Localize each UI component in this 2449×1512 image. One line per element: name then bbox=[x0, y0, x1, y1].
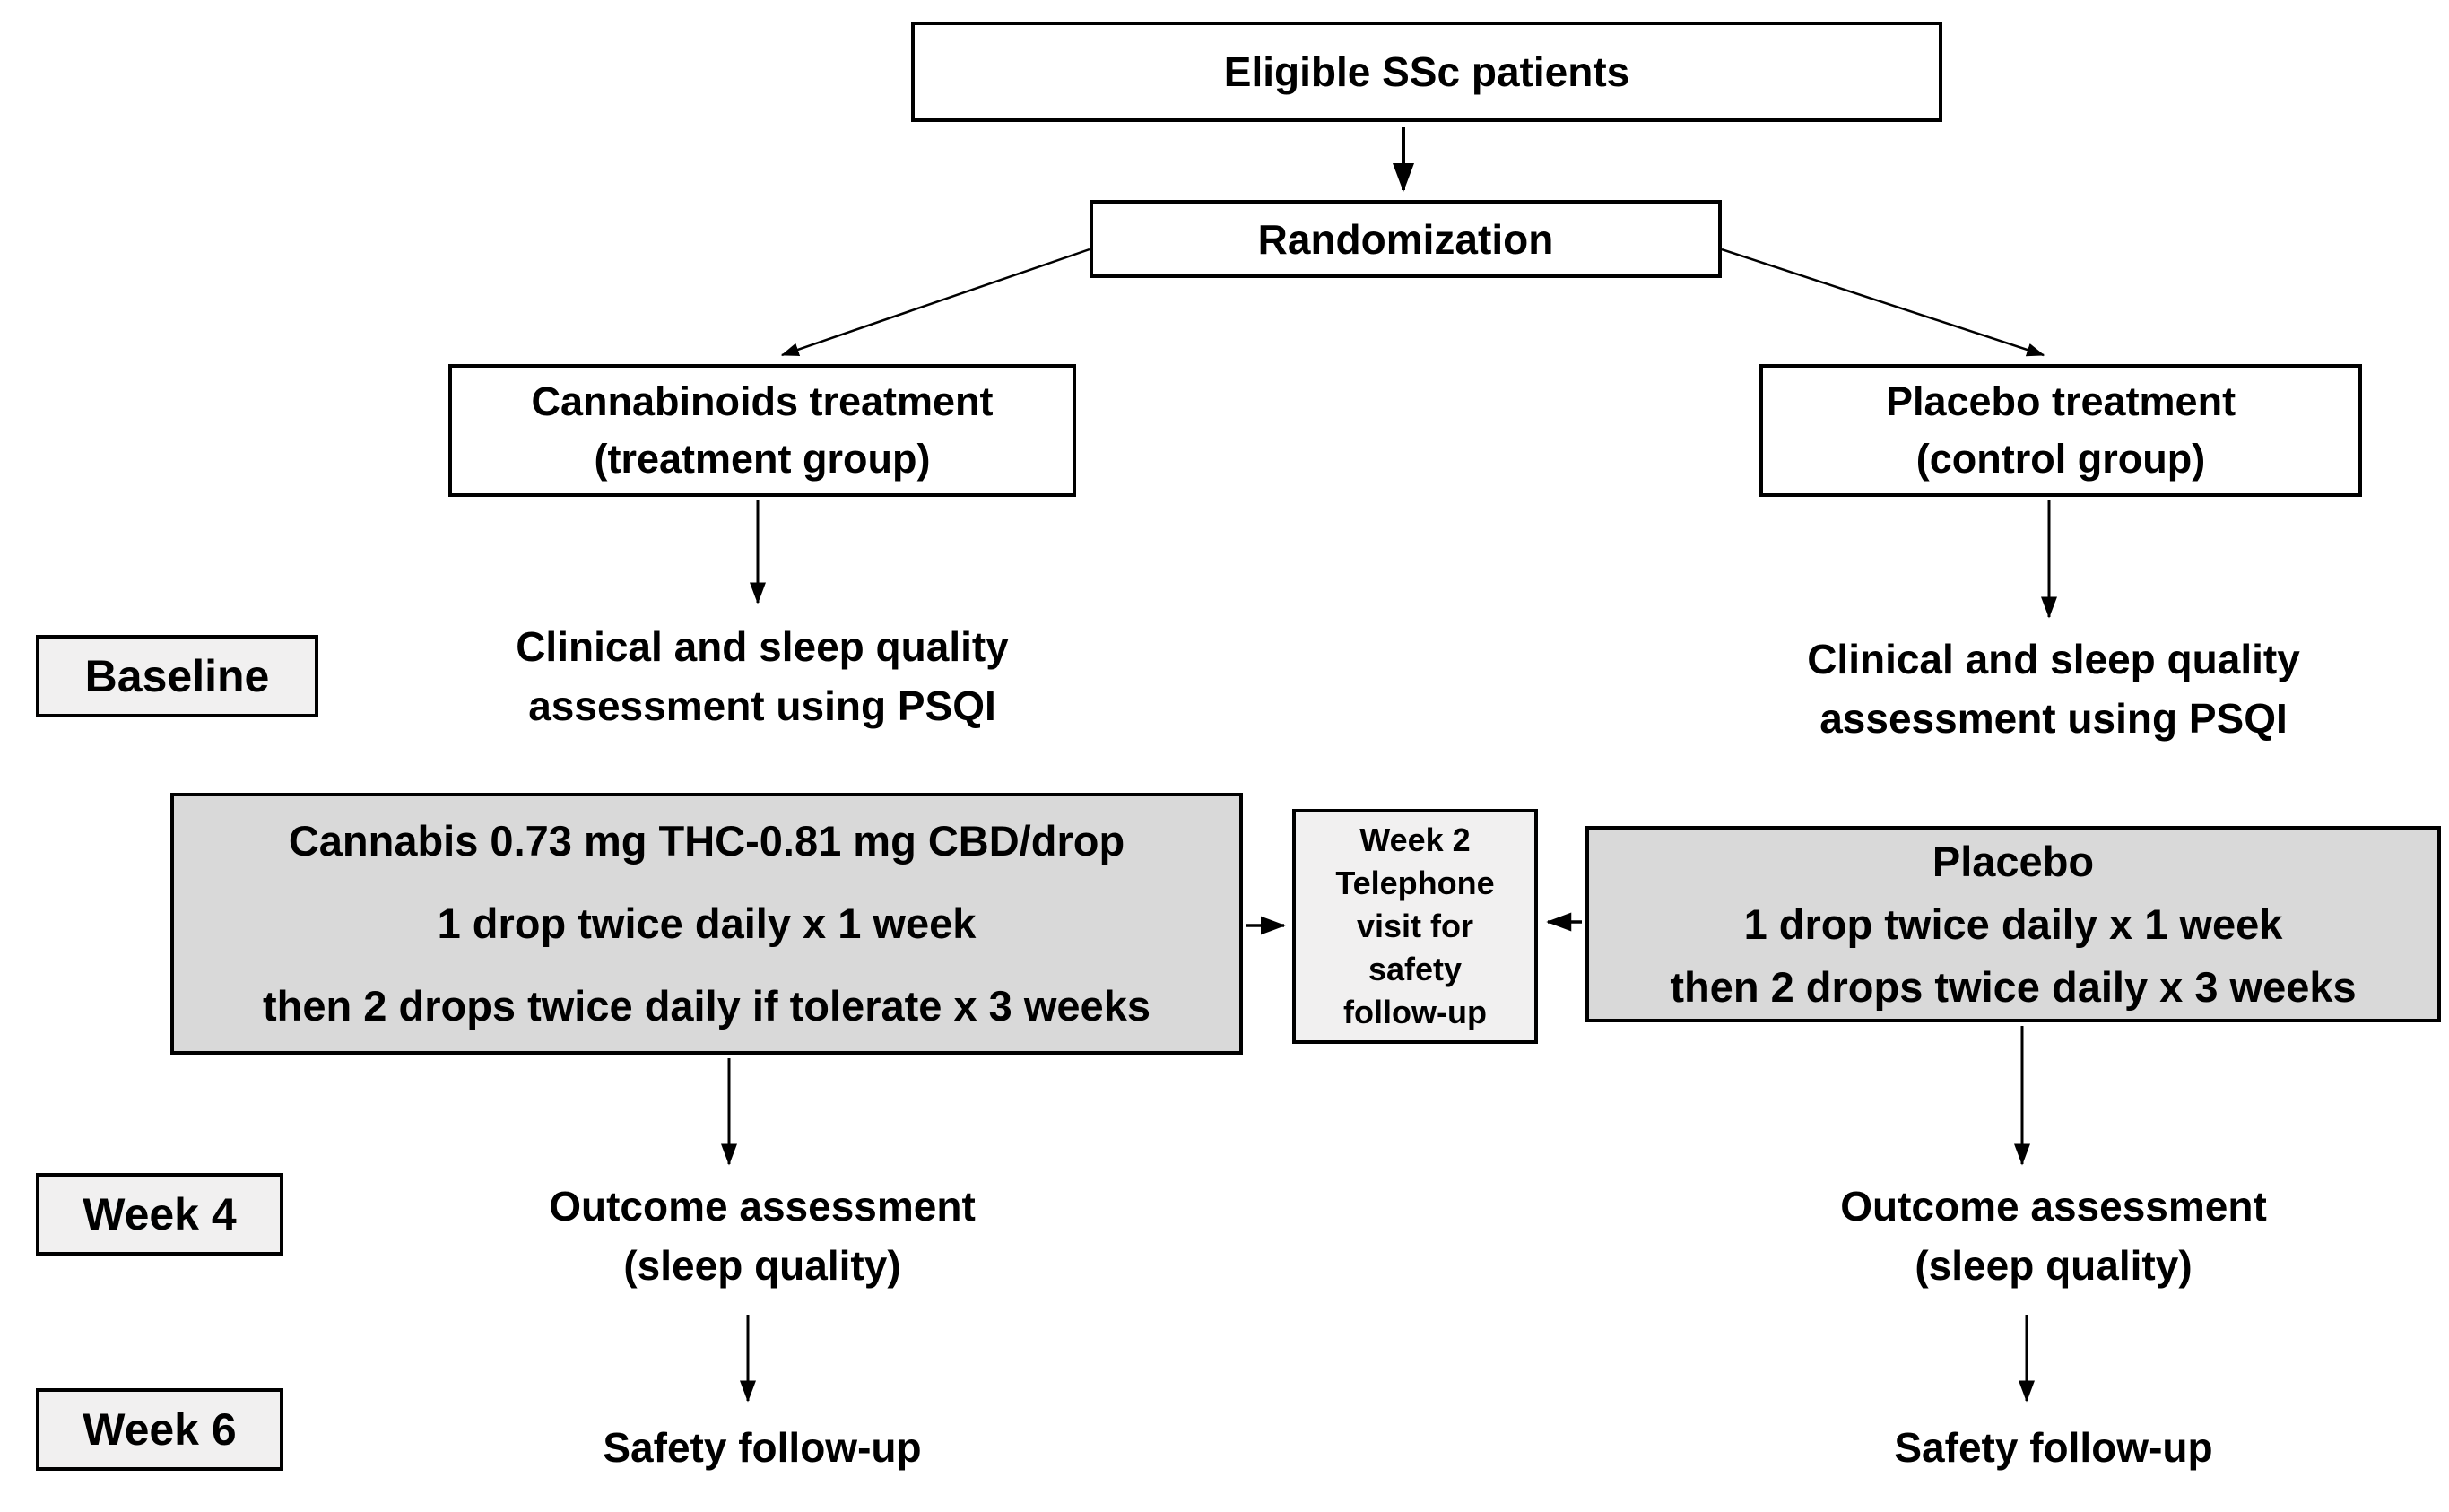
week6-timeline-label: Week 6 bbox=[36, 1388, 283, 1471]
week4-timeline-label: Week 4 bbox=[36, 1173, 283, 1256]
week2-visit-line1: Week 2 bbox=[1359, 821, 1471, 858]
treatment-arm-box: Cannabinoids treatment (treatment group) bbox=[448, 364, 1076, 497]
baseline-label-text: Baseline bbox=[84, 651, 270, 701]
control-outcome-text: Outcome assessment (sleep quality) bbox=[1695, 1177, 2412, 1295]
control-dosing-line1: Placebo bbox=[1932, 837, 2095, 885]
treatment-baseline-assessment: Clinical and sleep quality assessment us… bbox=[404, 617, 1121, 735]
eligible-patients-box: Eligible SSc patients bbox=[911, 22, 1942, 122]
week2-visit-line5: follow-up bbox=[1343, 994, 1487, 1030]
control-baseline-assessment: Clinical and sleep quality assessment us… bbox=[1695, 630, 2412, 748]
treatment-outcome-line2: (sleep quality) bbox=[623, 1242, 901, 1289]
treatment-safety-text: Safety follow-up bbox=[404, 1421, 1121, 1474]
control-baseline-line2: assessment using PSQI bbox=[1819, 695, 2288, 742]
treatment-outcome-text: Outcome assessment (sleep quality) bbox=[404, 1177, 1121, 1295]
control-arm-line1: Placebo treatment bbox=[1885, 378, 2236, 424]
treatment-dosing-box: Cannabis 0.73 mg THC-0.81 mg CBD/drop 1 … bbox=[170, 793, 1243, 1055]
eligible-patients-label: Eligible SSc patients bbox=[1223, 48, 1630, 95]
arrow-randomization-to-control-arm bbox=[1721, 248, 2045, 357]
control-dosing-line2: 1 drop twice daily x 1 week bbox=[1743, 899, 2283, 948]
week2-visit-line4: safety bbox=[1368, 951, 1463, 987]
control-baseline-line1: Clinical and sleep quality bbox=[1807, 636, 2300, 682]
week2-telephone-visit-box: Week 2 Telephone visit for safety follow… bbox=[1292, 809, 1538, 1044]
week4-label-text: Week 4 bbox=[83, 1189, 237, 1239]
week6-label-text: Week 6 bbox=[83, 1404, 237, 1455]
treatment-dosing-line1: Cannabis 0.73 mg THC-0.81 mg CBD/drop bbox=[288, 817, 1125, 865]
treatment-arm-line2: (treatment group) bbox=[594, 436, 931, 482]
control-outcome-line1: Outcome assessment bbox=[1840, 1183, 2267, 1230]
randomization-label: Randomization bbox=[1257, 215, 1554, 263]
baseline-timeline-label: Baseline bbox=[36, 635, 318, 717]
arrow-randomization-to-treatment-arm bbox=[780, 248, 1090, 357]
control-outcome-line2: (sleep quality) bbox=[1915, 1242, 2193, 1289]
treatment-baseline-line1: Clinical and sleep quality bbox=[516, 623, 1009, 670]
week2-visit-line2: Telephone bbox=[1335, 865, 1495, 901]
treatment-arm-line1: Cannabinoids treatment bbox=[531, 378, 994, 424]
control-arm-box: Placebo treatment (control group) bbox=[1759, 364, 2362, 497]
control-safety-label: Safety follow-up bbox=[1894, 1424, 2213, 1471]
treatment-baseline-line2: assessment using PSQI bbox=[528, 682, 996, 729]
treatment-dosing-line3: then 2 drops twice daily if tolerate x 3… bbox=[263, 982, 1151, 1030]
control-dosing-line3: then 2 drops twice daily x 3 weeks bbox=[1670, 962, 2357, 1011]
control-safety-text: Safety follow-up bbox=[1695, 1421, 2412, 1474]
week2-visit-line3: visit for bbox=[1356, 908, 1474, 944]
control-dosing-box: Placebo 1 drop twice daily x 1 week then… bbox=[1585, 826, 2441, 1022]
randomization-box: Randomization bbox=[1090, 200, 1722, 278]
treatment-safety-label: Safety follow-up bbox=[603, 1424, 922, 1471]
control-arm-line2: (control group) bbox=[1915, 436, 2206, 482]
treatment-dosing-line2: 1 drop twice daily x 1 week bbox=[437, 899, 977, 947]
treatment-outcome-line1: Outcome assessment bbox=[549, 1183, 976, 1230]
